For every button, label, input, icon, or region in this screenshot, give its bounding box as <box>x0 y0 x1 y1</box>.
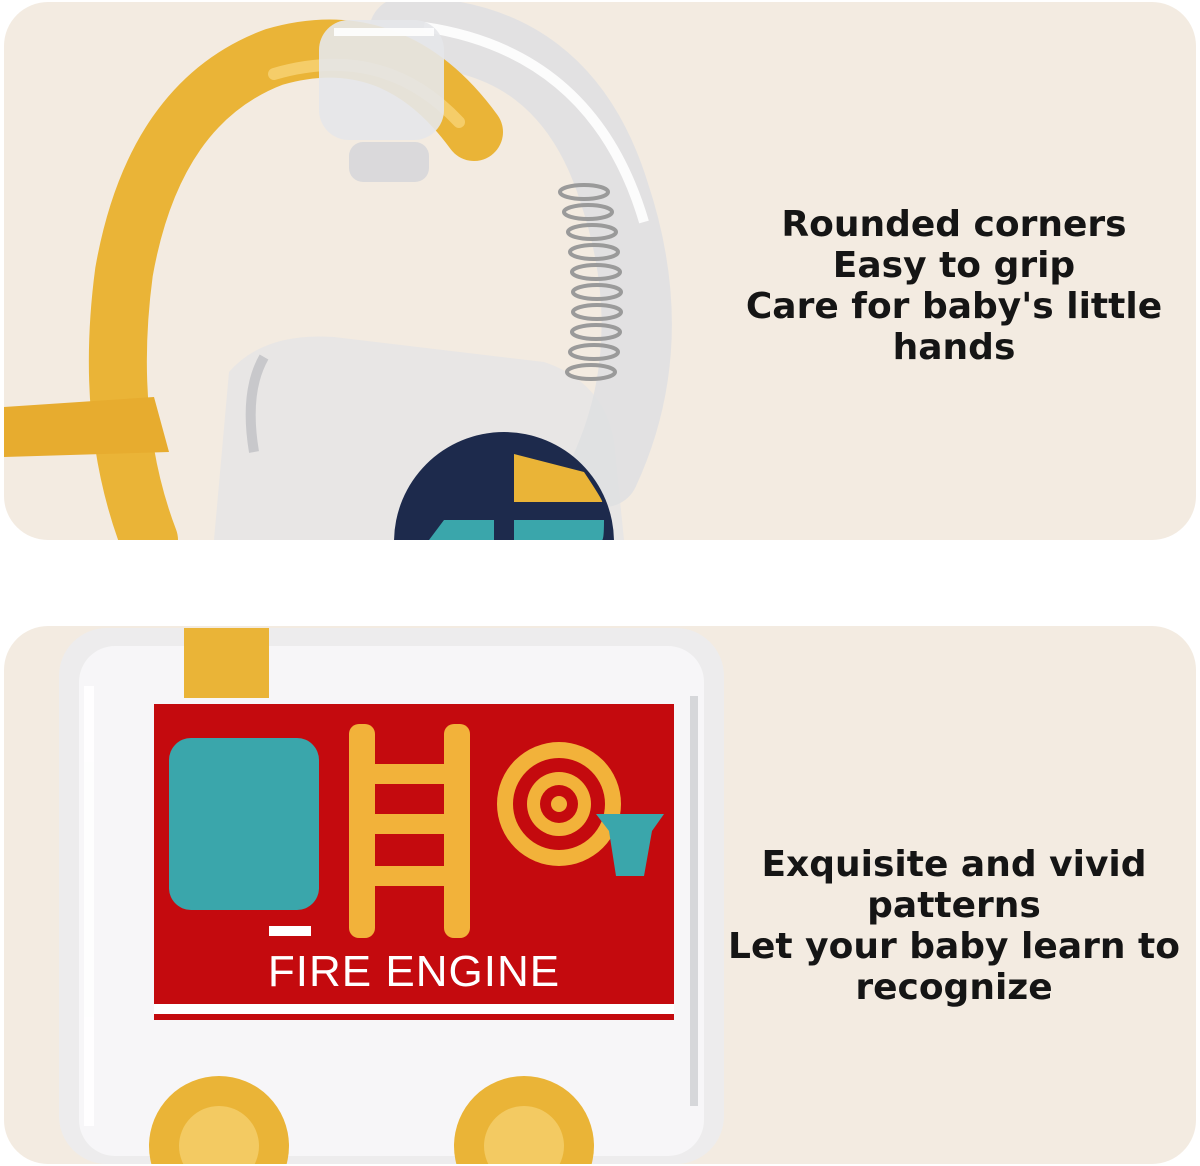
top-panel: Rounded corners Easy to grip Care for ba… <box>4 2 1196 540</box>
hose-nozzle <box>596 814 664 876</box>
top-caption-line: Rounded corners <box>781 204 1127 245</box>
yellow-side-arm <box>4 397 169 457</box>
wheels <box>149 1076 594 1164</box>
top-caption-line: Care for baby's little <box>745 286 1163 327</box>
window-bar <box>269 926 311 936</box>
bottom-caption-line: recognize <box>855 967 1053 1008</box>
bottom-caption-line: Exquisite and vivid <box>761 844 1147 885</box>
fire-engine-label: FIRE ENGINE <box>267 947 561 996</box>
bottom-caption-line: Let your baby learn to <box>728 926 1180 967</box>
top-caption-line: Easy to grip <box>832 245 1076 286</box>
yellow-post <box>184 628 269 698</box>
top-caption-line: hands <box>892 327 1016 368</box>
fire-engine-illustration <box>59 628 724 1164</box>
bottom-panel: FIRE ENGINE Exquisite and vivid patterns… <box>4 626 1196 1164</box>
bottom-caption-line: patterns <box>867 885 1041 926</box>
window-shape <box>169 738 319 910</box>
hose-spiral <box>497 742 664 876</box>
clear-clip <box>319 20 444 140</box>
grip-ring-illustration <box>4 2 672 540</box>
bottom-caption: Exquisite and vivid patterns Let your ba… <box>724 844 1184 1008</box>
top-caption: Rounded corners Easy to grip Care for ba… <box>724 204 1184 368</box>
ball-toy <box>394 432 614 540</box>
spring-coil <box>558 183 623 381</box>
ladder-shape <box>349 724 470 938</box>
